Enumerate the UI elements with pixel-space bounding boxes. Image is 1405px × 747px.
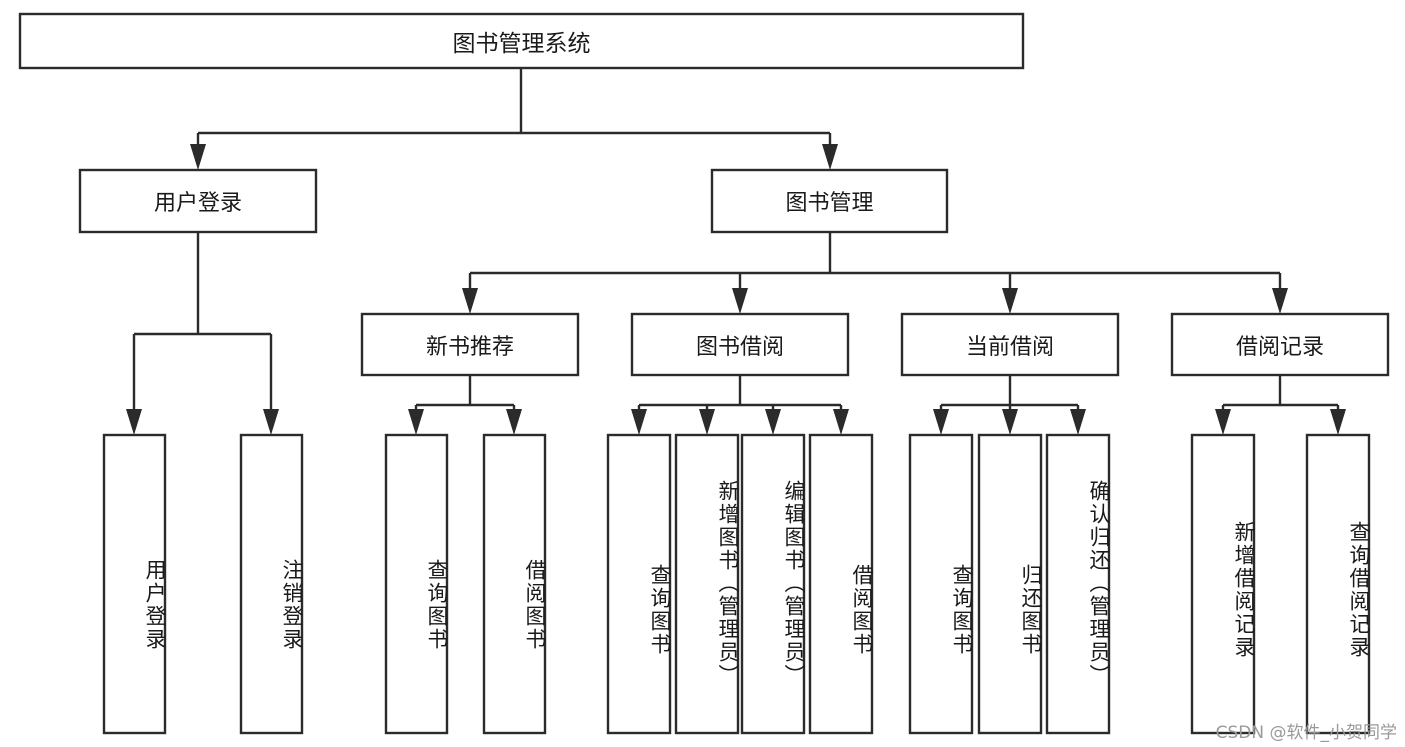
node-box-root[interactable] [18,12,1025,70]
arrow-head-leaf-confirm-return [1070,409,1086,435]
connector-group-new-book-recommend [408,375,522,435]
arrow-head-leaf-return-book [1002,409,1018,435]
node-box-user-login[interactable] [78,168,318,234]
arrow-head-leaf-query-book-1 [408,409,424,435]
node-box-leaf-add-record[interactable] [1190,433,1256,735]
connector-group-borrow-record [1215,375,1346,435]
node-box-leaf-edit-book[interactable] [740,433,806,735]
arrow-head-book-manage [822,144,838,170]
connector-group-book-borrow [631,375,849,435]
arrow-head-current-borrow [1002,288,1018,314]
arrow-head-leaf-query-book-3 [933,409,949,435]
arrow-head-borrow-record [1272,288,1288,314]
connector-group-current-borrow [933,375,1086,435]
node-box-leaf-query-book-3[interactable] [908,433,974,735]
node-box-leaf-logout-login[interactable] [239,433,304,735]
node-box-leaf-query-book-2[interactable] [606,433,672,735]
arrow-head-leaf-user-login [126,409,142,435]
arrow-head-leaf-edit-book [765,409,781,435]
node-box-leaf-query-book-1[interactable] [384,433,449,735]
node-box-leaf-borrow-book-1[interactable] [482,433,547,735]
node-box-leaf-user-login[interactable] [102,433,167,735]
node-box-leaf-add-book[interactable] [674,433,740,735]
node-box-current-borrow[interactable] [900,312,1120,377]
arrow-head-user-login [190,144,206,170]
node-box-leaf-query-record[interactable] [1305,433,1371,735]
connector-group-root [190,68,838,170]
arrow-head-leaf-add-record [1215,409,1231,435]
arrow-head-leaf-add-book [699,409,715,435]
arrow-head-leaf-borrow-book-1 [506,409,522,435]
node-box-new-book-recommend[interactable] [360,312,580,377]
connector-group-user-login [126,232,279,435]
arrow-head-leaf-logout-login [263,409,279,435]
arrow-head-leaf-query-book-2 [631,409,647,435]
arrow-head-leaf-query-record [1330,409,1346,435]
arrow-head-leaf-borrow-book-2 [833,409,849,435]
node-box-leaf-confirm-return[interactable] [1045,433,1111,735]
node-box-book-borrow[interactable] [630,312,850,377]
arrow-head-new-book-recommend [462,288,478,314]
node-box-leaf-return-book[interactable] [977,433,1043,735]
node-box-leaf-borrow-book-2[interactable] [808,433,874,735]
connector-group-book-manage [462,232,1288,314]
node-box-book-manage[interactable] [710,168,949,234]
node-box-borrow-record[interactable] [1170,312,1390,377]
arrow-head-book-borrow [732,288,748,314]
